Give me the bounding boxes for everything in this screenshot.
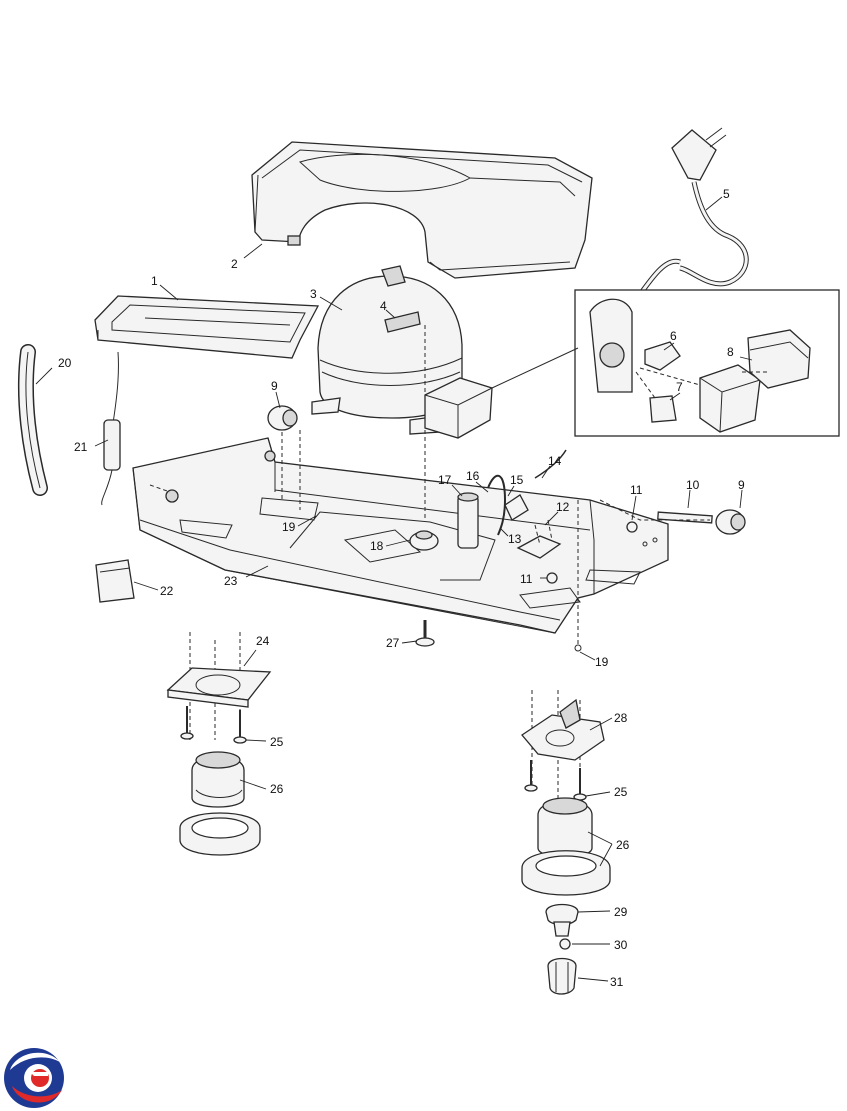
plate-screw-part	[180, 706, 247, 744]
screw-part	[546, 521, 638, 584]
callout-8: 8	[727, 345, 734, 359]
callout-17: 17	[438, 473, 452, 487]
callout-30: 30	[614, 938, 628, 952]
callout-9-right: 9	[738, 478, 745, 492]
callout-28: 28	[614, 711, 628, 725]
callout-3: 3	[310, 287, 317, 301]
callout-4: 4	[380, 299, 387, 313]
brand-logo-icon	[4, 1048, 64, 1108]
callout-11-bottom: 11	[520, 572, 533, 586]
callout-18: 18	[370, 539, 384, 553]
mounting-plate-part	[166, 667, 272, 708]
power-cord-part	[618, 127, 749, 322]
callout-19-right: 19	[595, 655, 609, 669]
callout-21: 21	[74, 440, 88, 454]
capacitor-part	[457, 492, 479, 549]
nozzle-part	[545, 903, 579, 937]
callout-19-left: 19	[282, 520, 296, 534]
callout-7: 7	[676, 380, 683, 394]
callout-27: 27	[386, 636, 400, 650]
callout-22: 22	[160, 584, 174, 598]
callout-16: 16	[466, 469, 480, 483]
callout-25-right: 25	[614, 785, 628, 799]
bracket-part	[516, 535, 562, 559]
callout-labels: 1 2 3 4 5 6 7 8 9 9 10 11 11 12 13 14 15…	[58, 187, 745, 989]
callout-26-right: 26	[616, 838, 630, 852]
relay-box-part	[424, 377, 493, 439]
clip-part	[95, 559, 135, 603]
callout-11-top: 11	[630, 483, 643, 497]
callout-23: 23	[224, 574, 238, 588]
callout-29: 29	[614, 905, 628, 919]
callout-9-left: 9	[271, 379, 278, 393]
leveling-foot-part	[415, 620, 435, 647]
base-chassis-part	[132, 437, 669, 634]
callout-24: 24	[256, 634, 270, 648]
washer-part	[559, 938, 571, 950]
grommet-right-part	[715, 509, 746, 535]
callout-25-left: 25	[270, 735, 284, 749]
drip-tray-part	[94, 295, 320, 359]
callout-10: 10	[686, 478, 700, 492]
tube-part	[487, 474, 507, 536]
callout-20: 20	[58, 356, 72, 370]
callout-15: 15	[510, 473, 524, 487]
sensor-part	[101, 351, 121, 506]
callout-6: 6	[670, 329, 677, 343]
valve-assembly-right-part	[521, 797, 611, 896]
valve-assembly-left-part	[179, 751, 261, 856]
callout-2: 2	[231, 257, 238, 271]
bracket-screw-part	[524, 760, 587, 801]
callout-5: 5	[723, 187, 730, 201]
top-cover-part	[251, 141, 593, 279]
detail-inset-box	[491, 289, 840, 437]
rod-part	[657, 511, 713, 524]
leader-lines	[35, 196, 753, 982]
cap-part	[547, 957, 577, 995]
callout-12: 12	[556, 500, 570, 514]
rubber-foot-part	[409, 530, 439, 551]
callout-26-left: 26	[270, 782, 284, 796]
grommet-left-part	[267, 405, 298, 431]
wire-part	[534, 449, 567, 479]
callout-31: 31	[610, 975, 624, 989]
drain-hose-part	[17, 344, 48, 496]
callout-14: 14	[548, 454, 562, 468]
callout-13: 13	[508, 532, 522, 546]
callout-1: 1	[151, 274, 158, 288]
valve-bracket-part	[521, 698, 605, 761]
